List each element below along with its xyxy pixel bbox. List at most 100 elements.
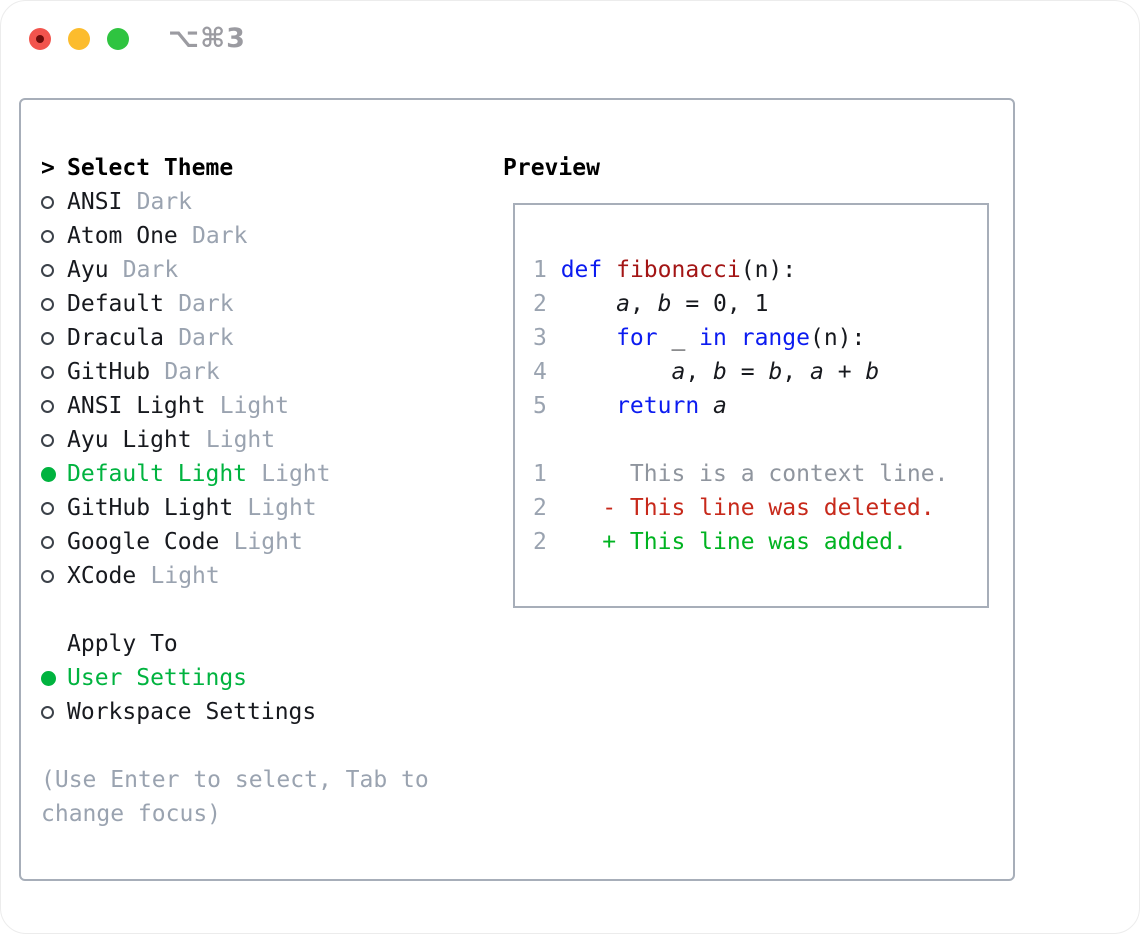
token-keyword: return (616, 393, 700, 419)
spacer (533, 423, 987, 457)
code-content: for _ in range(n): (561, 325, 866, 351)
theme-variant: Light (219, 393, 289, 419)
theme-name: ANSI Light (67, 393, 206, 419)
select-theme-title: Select Theme (67, 155, 234, 181)
marker-cell (41, 399, 67, 413)
theme-option-default[interactable]: Default Dark (41, 287, 475, 321)
line-number: 2 (533, 495, 547, 521)
marker-cell (41, 705, 67, 719)
cursor-indicator: > (41, 155, 55, 181)
radio-icon (41, 569, 54, 583)
theme-variant: Dark (164, 359, 220, 385)
marker-cell (41, 297, 67, 311)
theme-name: XCode (67, 563, 137, 589)
preview-title: Preview (503, 155, 600, 181)
apply-to-title-row: Apply To (41, 627, 475, 661)
line-number: 1 (533, 461, 547, 487)
theme-name: Ayu (67, 257, 109, 283)
line-number: 4 (533, 359, 547, 385)
apply-option-label: Workspace Settings (67, 699, 317, 725)
apply-option-label: User Settings (67, 665, 248, 691)
token-keyword: in (699, 325, 727, 351)
titlebar: ⌥⌘3 (1, 1, 1139, 77)
minimize-button-icon[interactable] (68, 28, 90, 50)
token-plain: _ (657, 325, 700, 351)
token-function: fibonacci (616, 257, 741, 283)
apply-option-workspace-settings[interactable]: Workspace Settings (41, 695, 475, 729)
token-variable: b (768, 359, 783, 385)
token-plain: (n): (809, 325, 866, 351)
apply-option-user-settings[interactable]: User Settings (41, 661, 475, 695)
help-text: (Use Enter to select, Tab to change focu… (41, 767, 429, 827)
keyboard-shortcut-label: ⌥⌘3 (168, 23, 246, 54)
code-block: 1 def fibonacci(n): 2 a, b = 0, 1 3 for _ i… (533, 253, 987, 423)
radio-icon (41, 229, 54, 243)
line-number: 2 (533, 291, 547, 317)
line-number: 1 (533, 257, 547, 283)
code-line: 4 a, b = b, a + b (533, 355, 987, 389)
radio-icon (41, 501, 54, 515)
radio-selected-icon (41, 466, 56, 482)
token-plain: + (823, 359, 866, 385)
theme-variant: Dark (136, 189, 193, 215)
token-plain: (n): (740, 257, 797, 283)
zoom-button-icon[interactable] (107, 28, 129, 50)
token-variable: a (671, 359, 686, 385)
token-plain (561, 291, 616, 317)
theme-name: ANSI (67, 189, 123, 215)
token-keyword: for (616, 325, 658, 351)
radio-icon (41, 399, 54, 413)
token-plain (602, 257, 616, 283)
theme-name: GitHub Light (67, 495, 234, 521)
theme-variant: Light (233, 529, 303, 555)
close-button-icon[interactable] (29, 28, 51, 50)
marker-cell (41, 365, 67, 379)
code-content: a, b = 0, 1 (561, 291, 768, 317)
radio-icon (41, 433, 54, 447)
radio-selected-icon (41, 670, 56, 686)
marker-cell (41, 263, 67, 277)
radio-icon (41, 195, 54, 209)
theme-name: Ayu Light (67, 427, 192, 453)
theme-name: Default Light (67, 461, 248, 487)
theme-variant: Dark (178, 291, 234, 317)
token-variable: a (713, 393, 727, 419)
line-number: 2 (533, 529, 547, 555)
diff-content: - This line was deleted. (560, 495, 935, 521)
token-variable: b (713, 359, 727, 385)
diff-content: This is a context line. (560, 461, 949, 487)
token-variable: b (865, 359, 880, 385)
theme-option-xcode[interactable]: XCode Light (41, 559, 475, 593)
token-plain: , (629, 291, 658, 317)
token-keyword: range (740, 325, 810, 351)
theme-option-ansi[interactable]: ANSI Dark (41, 185, 475, 219)
select-theme-title-row: > Select Theme (41, 151, 475, 185)
code-line: 5 return a (533, 389, 987, 423)
token-plain: = (726, 359, 769, 385)
radio-icon (41, 535, 54, 549)
preview-box: 1 def fibonacci(n): 2 a, b = 0, 1 3 for _ i… (513, 203, 989, 608)
theme-option-ansi-light[interactable]: ANSI Light Light (41, 389, 475, 423)
theme-name: Atom One (67, 223, 178, 249)
diff-line-added: 2 + This line was added. (533, 525, 987, 559)
radio-icon (41, 331, 54, 345)
line-number: 5 (533, 393, 547, 419)
theme-variant: Light (150, 563, 220, 589)
theme-name: Default (67, 291, 164, 317)
code-content: def fibonacci(n): (561, 257, 796, 283)
diff-content: + This line was added. (560, 529, 907, 555)
line-number: 3 (533, 325, 547, 351)
marker-cell (41, 466, 67, 482)
